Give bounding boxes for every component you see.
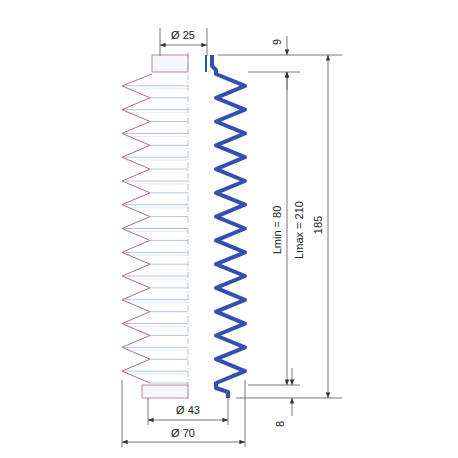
- fold-shade-line: [126, 279, 188, 280]
- length-dimension: Lmax = 210: [293, 200, 305, 260]
- fold-root-line: [150, 287, 188, 288]
- fold-shade-line: [126, 255, 188, 256]
- top-collar-left: [152, 55, 188, 72]
- fold-shade-line: [126, 302, 188, 303]
- fold-crest-line: [122, 180, 188, 181]
- fold-shade-line: [126, 207, 188, 208]
- bellows-body: [122, 52, 245, 400]
- fold-crest-line: [122, 85, 188, 86]
- length-dimension: 9: [271, 38, 283, 46]
- fold-crest-line: [122, 347, 188, 348]
- fold-shade-line: [126, 183, 188, 184]
- length-dimension: Lmin = 80: [271, 205, 283, 256]
- fold-crest-line: [122, 228, 188, 229]
- fold-root-line: [150, 192, 188, 193]
- fold-shade-line: [126, 231, 188, 232]
- collar-section: [205, 55, 207, 72]
- fold-root-line: [150, 121, 188, 122]
- fold-shade-line: [126, 112, 188, 113]
- centre-axis: [188, 52, 189, 400]
- fold-root-line: [150, 169, 188, 170]
- bellows-outline: [122, 74, 152, 383]
- fold-shade-line: [126, 88, 188, 89]
- length-dimension: 185: [312, 215, 324, 235]
- bottom-collar-left: [142, 385, 188, 398]
- fold-root-line: [150, 216, 188, 217]
- fold-shade-line: [126, 136, 188, 137]
- fold-root-line: [150, 359, 188, 360]
- fold-root-line: [150, 264, 188, 265]
- fold-shade-line: [126, 350, 188, 351]
- fold-shade-line: [126, 326, 188, 327]
- dimension-lines: [122, 28, 342, 447]
- length-dimension: 8: [274, 420, 286, 428]
- fold-crest-line: [122, 371, 188, 372]
- fold-shade-line: [126, 160, 188, 161]
- bellows-section: [212, 55, 245, 398]
- fold-root-line: [150, 240, 188, 241]
- fold-root-line: [150, 97, 188, 98]
- fold-crest-line: [122, 204, 188, 205]
- fold-crest-line: [122, 109, 188, 110]
- fold-crest-line: [122, 157, 188, 158]
- fold-shade-line: [126, 374, 188, 375]
- fold-root-line: [150, 311, 188, 312]
- fold-root-line: [150, 145, 188, 146]
- fold-crest-line: [122, 133, 188, 134]
- diameter-dimension: Ø 43: [175, 404, 201, 416]
- fold-crest-line: [122, 299, 188, 300]
- fold-crest-line: [122, 276, 188, 277]
- fold-crest-line: [122, 323, 188, 324]
- diameter-dimension: Ø 25: [170, 29, 196, 41]
- diameter-dimension: Ø 70: [170, 427, 196, 439]
- fold-crest-line: [122, 252, 188, 253]
- fold-root-line: [150, 335, 188, 336]
- fold-root-line: [150, 383, 188, 384]
